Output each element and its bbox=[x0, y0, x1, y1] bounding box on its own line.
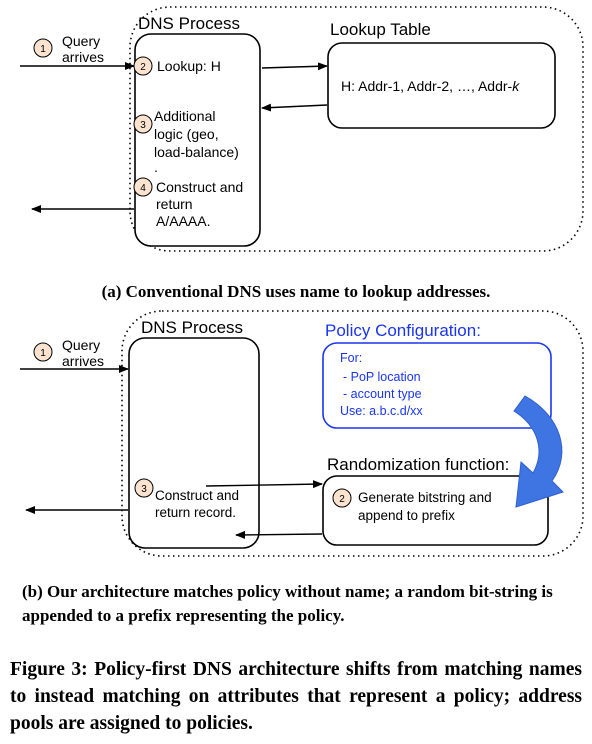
policy-item-account: - account type bbox=[343, 387, 422, 401]
policy-config-box bbox=[322, 342, 552, 429]
to-random-arrow bbox=[205, 480, 323, 489]
figure-caption: Figure 3: Policy-first DNS architecture … bbox=[10, 659, 582, 734]
step-2-badge-a bbox=[133, 56, 153, 76]
lookup-table-entry: H: Addr-1, Addr-2, …, Addr-k bbox=[341, 78, 520, 94]
step-2-number-b: 2 bbox=[339, 494, 345, 505]
randomization-title: Randomization function: bbox=[327, 455, 509, 474]
step-3-line4-a: . bbox=[154, 159, 158, 175]
step-1-number-a: 1 bbox=[40, 44, 46, 55]
randomization-box bbox=[322, 475, 549, 546]
dns-process-title-a: DNS Process bbox=[138, 14, 240, 33]
policy-item-pop: - PoP location bbox=[343, 370, 421, 384]
lookup-response-arrow bbox=[261, 103, 328, 112]
lookup-table-box bbox=[327, 42, 556, 129]
step-4-line1-a: Construct and bbox=[156, 179, 243, 195]
step-2-label-a: Lookup: H bbox=[157, 58, 221, 74]
query-label-line2-b: arrives bbox=[62, 353, 104, 369]
dns-process-box-a bbox=[134, 33, 261, 247]
step-4-badge-a bbox=[133, 177, 153, 197]
step-2-line2-b: append to prefix bbox=[358, 508, 455, 523]
step-3-line1-a: Additional bbox=[154, 108, 216, 124]
step-3-line1-b: Construct and bbox=[155, 488, 239, 503]
lookup-table-title: Lookup Table bbox=[330, 20, 431, 39]
step-4-line3-a: A/AAAA. bbox=[156, 213, 210, 229]
step-2-line1-b: Generate bitstring and bbox=[358, 490, 492, 505]
policy-to-random-arrow bbox=[513, 395, 564, 508]
dns-process-box-b bbox=[128, 337, 260, 549]
query-label-line1-a: Query bbox=[62, 33, 100, 49]
dns-process-title-b: DNS Process bbox=[141, 318, 243, 337]
step-3-badge-a bbox=[133, 114, 153, 134]
step-3-number-b: 3 bbox=[141, 484, 147, 495]
policy-for-label: For: bbox=[340, 351, 362, 365]
step-3-line3-a: load-balance) bbox=[154, 144, 239, 160]
diagram-b: DNS Process Policy Configuration: For: -… bbox=[20, 310, 584, 557]
step-1-number-b: 1 bbox=[40, 348, 46, 359]
step-4-line2-a: return bbox=[156, 196, 193, 212]
step-3-badge-b bbox=[134, 478, 154, 498]
policy-use-label: Use: a.b.c.d/xx bbox=[340, 404, 423, 418]
step-3-number-a: 3 bbox=[140, 120, 146, 131]
step-3-line2-a: logic (geo, bbox=[154, 126, 219, 142]
outer-dotted-boundary-a bbox=[129, 6, 584, 252]
diagram-a: DNS Process Lookup Table H: Addr-1, Addr… bbox=[20, 6, 584, 252]
step-1-badge-b bbox=[33, 342, 53, 362]
policy-config-title: Policy Configuration: bbox=[325, 321, 481, 340]
outer-dotted-boundary-b bbox=[121, 310, 584, 557]
step-4-number-a: 4 bbox=[140, 183, 146, 194]
query-label-line2-a: arrives bbox=[62, 49, 104, 65]
query-label-line1-b: Query bbox=[62, 337, 100, 353]
step-1-badge-a bbox=[33, 38, 53, 58]
step-2-badge-b bbox=[332, 488, 352, 508]
step-2-number-a: 2 bbox=[140, 62, 146, 73]
caption-a: (a) Conventional DNS uses name to lookup… bbox=[101, 282, 491, 301]
caption-b: (b) Our architecture matches policy with… bbox=[22, 582, 553, 625]
lookup-request-arrow bbox=[261, 62, 328, 71]
step-3-line2-b: return record. bbox=[155, 505, 236, 520]
from-random-arrow bbox=[235, 530, 323, 539]
